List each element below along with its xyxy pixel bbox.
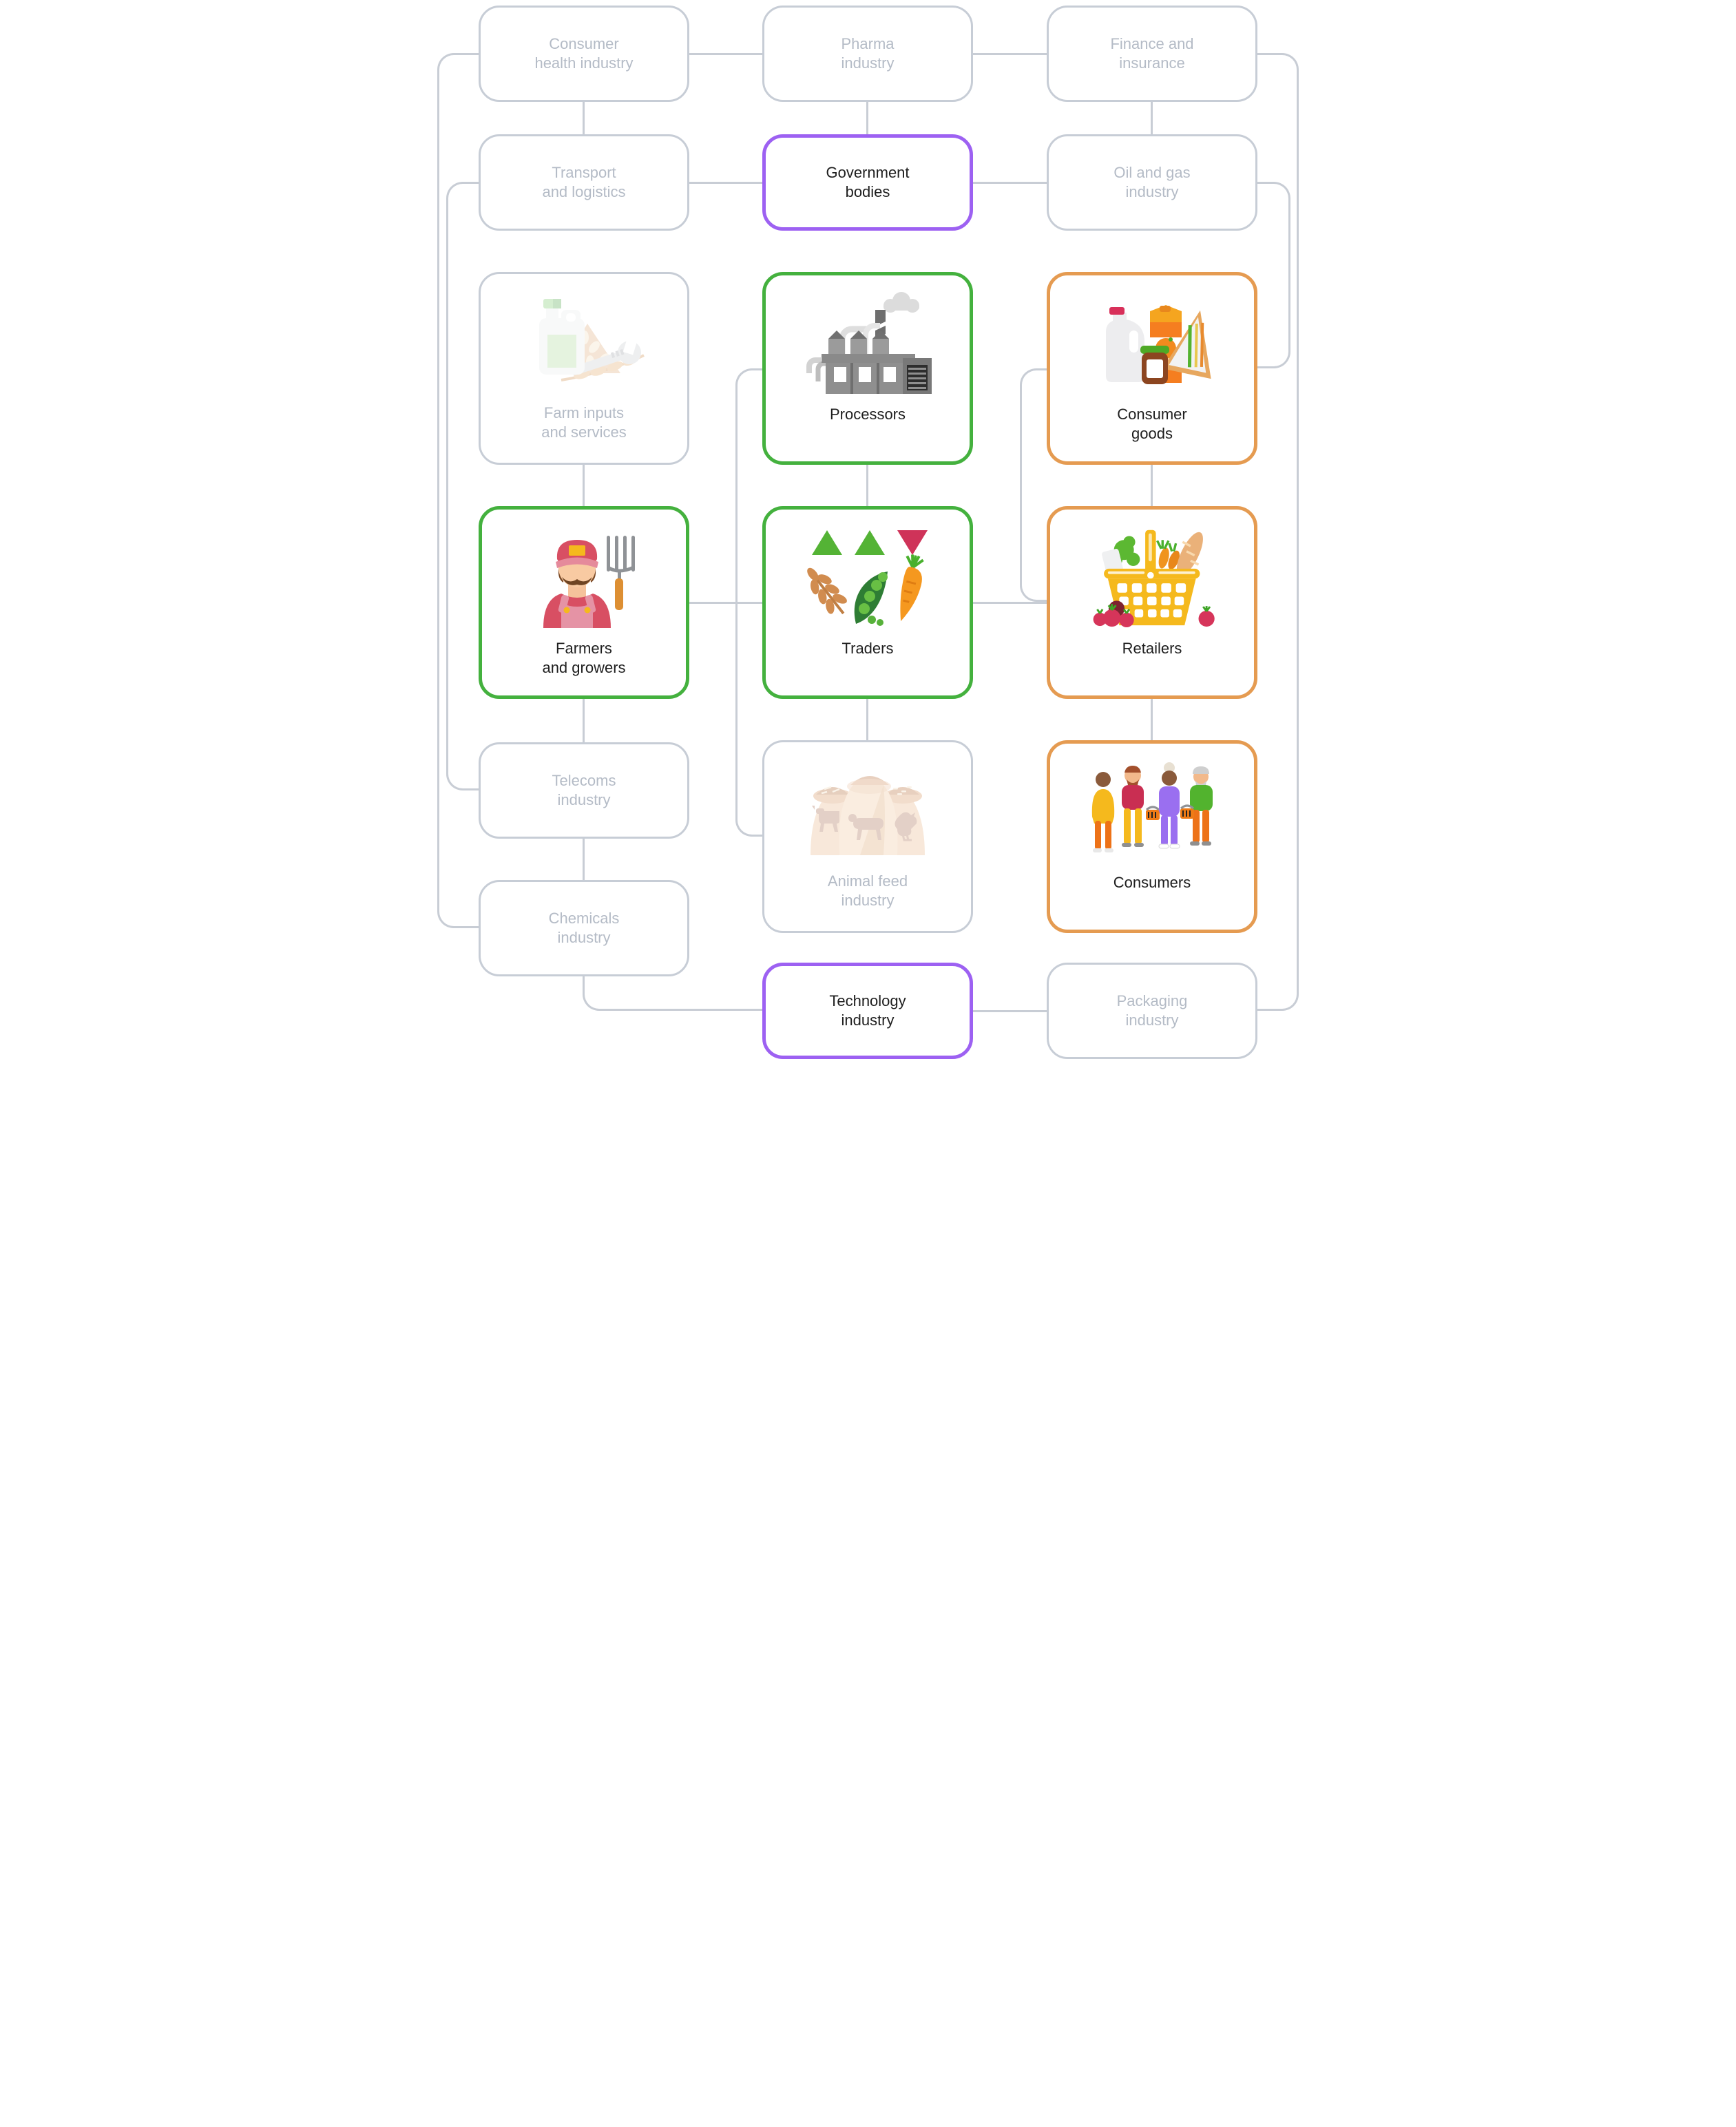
connector-retailers-consumers bbox=[1151, 699, 1153, 740]
connector-chemicals-technology bbox=[583, 976, 762, 1011]
node-traders: Traders bbox=[762, 506, 973, 699]
node-label: Consumers bbox=[1113, 874, 1191, 891]
node-label: Processors bbox=[829, 406, 906, 423]
connector-farminputs-farmers bbox=[583, 465, 585, 506]
connector-finance-oilgas bbox=[1151, 102, 1153, 134]
connector-traders-retailers bbox=[973, 602, 1047, 604]
connector-traders-animalfeed bbox=[866, 699, 868, 740]
connector-pharma-finance bbox=[973, 53, 1047, 55]
connector-processors-animalfeed-bypass bbox=[735, 368, 762, 837]
connector-farmers-telecoms bbox=[583, 699, 585, 742]
farm-inputs-icon bbox=[539, 299, 645, 381]
groceries-icon bbox=[1106, 305, 1211, 384]
connector-processors-traders bbox=[866, 465, 868, 506]
connector-technology-packaging bbox=[973, 1010, 1047, 1012]
connector-consumerhealth-transport bbox=[583, 102, 585, 134]
people-icon bbox=[1091, 762, 1213, 852]
connector-consumerhealth-chemicals-left-edge bbox=[437, 53, 479, 928]
factory-icon bbox=[806, 292, 932, 394]
node-label: Traders bbox=[841, 640, 894, 657]
connector-farmers-traders bbox=[689, 602, 762, 604]
connector-transport-telecoms-left-edge bbox=[446, 182, 479, 790]
node-retailers: Retailers bbox=[1047, 506, 1257, 699]
commodities-icon bbox=[807, 530, 928, 626]
node-processors: Processors bbox=[762, 272, 973, 465]
farmer-icon bbox=[543, 536, 635, 628]
connector-telecoms-chemicals bbox=[583, 839, 585, 880]
connector-government-oilgas bbox=[973, 182, 1047, 184]
connector-pharma-government bbox=[866, 102, 868, 134]
node-label: Retailers bbox=[1122, 640, 1182, 657]
connector-finance-packaging-right-edge bbox=[1257, 53, 1299, 1011]
connector-consumergoods-retailers-bypass bbox=[1020, 368, 1047, 602]
node-consumers: Consumers bbox=[1047, 740, 1257, 933]
shopping-basket-icon bbox=[1093, 530, 1215, 628]
connector-consumerhealth-pharma bbox=[689, 53, 762, 55]
connector-transport-government bbox=[689, 182, 762, 184]
connector-consumergoods-retailers bbox=[1151, 465, 1153, 506]
connector-oilgas-consumergoods-right-edge bbox=[1257, 182, 1290, 368]
feed-sacks-icon bbox=[811, 776, 925, 855]
